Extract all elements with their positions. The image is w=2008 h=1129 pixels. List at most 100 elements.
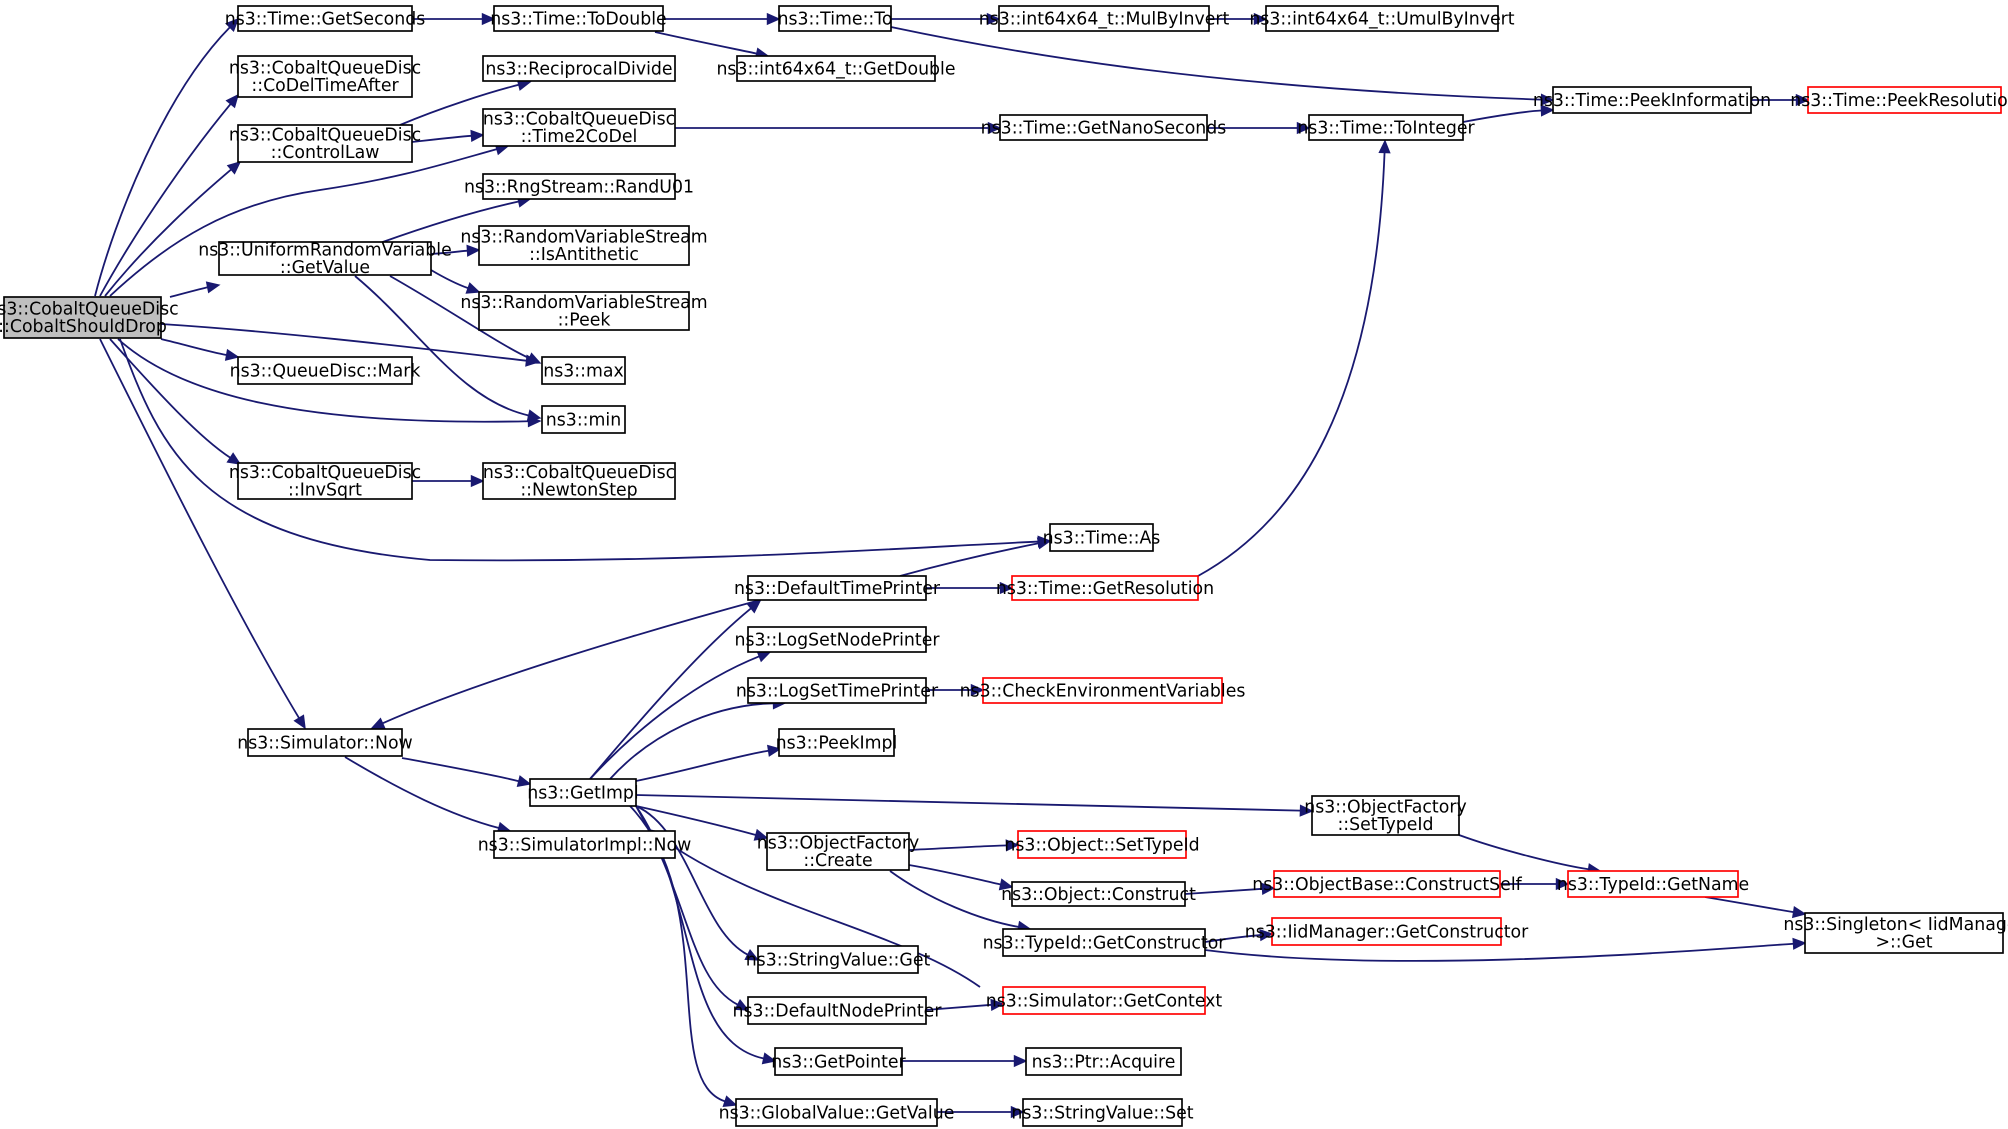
node-label: ns3::Time::PeekInformation [1533, 91, 1771, 111]
node-peekres[interactable]: ns3::Time::PeekResolution [1790, 86, 2008, 114]
node-logsettimeprinter[interactable]: ns3::LogSetTimePrinter [736, 677, 939, 704]
node-obj_settypeid[interactable]: ns3::Object::SetTypeId [1004, 830, 1200, 859]
node-todouble[interactable]: ns3::Time::ToDouble [490, 5, 667, 32]
node-timeto[interactable]: ns3::Time::To [777, 5, 893, 32]
edge-arrowhead [746, 599, 762, 614]
node-box [478, 291, 690, 331]
edge-line [889, 870, 1019, 928]
node-box [1567, 870, 1739, 898]
node-sv_set[interactable]: ns3::StringValue::Set [1011, 1098, 1194, 1127]
node-of_settypeid[interactable]: ns3::ObjectFactory::SetTypeId [1304, 795, 1467, 836]
node-label: ns3::GlobalValue::GetValue [719, 1103, 955, 1123]
node-timeas[interactable]: ns3::Time::As [1043, 523, 1161, 552]
node-label: ns3::Simulator::GetContext [986, 991, 1223, 1011]
node-box [482, 462, 676, 500]
node-label: ns3::CobaltQueueDisc [229, 126, 421, 146]
edge-getnanoseconds-to-tointeger [1207, 121, 1311, 135]
node-mark[interactable]: ns3::QueueDisc::Mark [230, 356, 421, 385]
edge-timeto-to-mulbyinvert [890, 12, 1001, 26]
node-urv_getvalue[interactable]: ns3::UniformRandomVariable::GetValue [198, 241, 452, 278]
node-getnanoseconds[interactable]: ns3::Time::GetNanoSeconds [981, 114, 1227, 141]
node-box [482, 173, 676, 200]
edge-arrowhead [470, 474, 485, 488]
node-getpointer[interactable]: ns3::GetPointer [771, 1047, 907, 1076]
node-ptr_acquire[interactable]: ns3::Ptr::Acquire [1025, 1047, 1182, 1076]
node-label: ns3::ObjectFactory [1304, 798, 1466, 818]
node-label: ns3::RngStream::RandU01 [464, 177, 694, 197]
edge-line [379, 200, 519, 244]
node-defnodeprinter[interactable]: ns3::DefaultNodePrinter [733, 996, 943, 1025]
edge-typeid_getctor-to-iid_getctor [1204, 929, 1274, 943]
node-codeltimeafter[interactable]: ns3::CobaltQueueDisc::CoDelTimeAfter [229, 55, 421, 98]
node-deftimeprinter[interactable]: ns3::DefaultTimePrinter [734, 575, 941, 601]
edge-obj_construct-to-constructself [1184, 882, 1276, 895]
edge-urv_getvalue-to-max [389, 275, 542, 364]
node-box [1017, 830, 1187, 859]
node-stringvalue_get[interactable]: ns3::StringValue::Get [746, 945, 931, 974]
node-box [1049, 523, 1154, 552]
node-box [1022, 1098, 1183, 1127]
edge-logsettimeprinter-to-checkenv [926, 683, 985, 697]
edge-getpointer-to-ptr_acquire [901, 1054, 1028, 1068]
node-sim_now[interactable]: ns3::Simulator::Now [237, 728, 413, 757]
node-box [778, 728, 895, 757]
node-simimpl_now[interactable]: ns3::SimulatorImpl::Now [478, 830, 692, 859]
node-sim_getcontext[interactable]: ns3::Simulator::GetContext [986, 986, 1223, 1015]
node-box [1271, 917, 1502, 946]
node-time2codel[interactable]: ns3::CobaltQueueDisc::Time2CoDel [482, 108, 676, 147]
node-reciprocal[interactable]: ns3::ReciprocalDivide [482, 55, 676, 82]
node-box [778, 5, 892, 32]
edge-of_create-to-obj_construct [908, 864, 1014, 891]
edge-arrowhead [1555, 877, 1570, 891]
node-getseconds[interactable]: ns3::Time::GetSeconds [225, 5, 425, 32]
node-umulbyinvert[interactable]: ns3::int64x64_t::UmulByInvert [1249, 5, 1515, 32]
node-checkenv[interactable]: ns3::CheckEnvironmentVariables [960, 677, 1246, 704]
node-getimpl[interactable]: ns3::GetImpl [527, 778, 639, 807]
node-max[interactable]: ns3::max [541, 356, 626, 385]
node-of_create[interactable]: ns3::ObjectFactory::Create [757, 832, 919, 871]
node-gv_getvalue[interactable]: ns3::GlobalValue::GetValue [719, 1098, 955, 1127]
node-getresolution[interactable]: ns3::Time::GetResolution [996, 575, 1214, 601]
node-peekimpl[interactable]: ns3::PeekImpl [776, 728, 898, 757]
node-getdouble[interactable]: ns3::int64x64_t::GetDouble [716, 55, 956, 82]
edge-line [1204, 934, 1261, 943]
node-label: ns3::PeekImpl [776, 733, 898, 753]
node-newtonstep[interactable]: ns3::CobaltQueueDisc::NewtonStep [482, 462, 676, 500]
node-box [766, 832, 910, 871]
node-peek[interactable]: ns3::RandomVariableStream::Peek [460, 291, 708, 331]
node-peekinfo[interactable]: ns3::Time::PeekInformation [1533, 86, 1771, 114]
edge-arrowhead [1792, 937, 1807, 950]
node-randu01[interactable]: ns3::RngStream::RandU01 [464, 173, 694, 200]
edge-arrowhead [226, 452, 242, 465]
node-min[interactable]: ns3::min [541, 405, 626, 434]
edge-getimpl-to-logsetnodeprinter [589, 650, 772, 780]
node-box [237, 124, 413, 163]
node-label: ns3::CobaltQueueDisc [0, 300, 179, 320]
node-label: ns3::StringValue::Set [1011, 1103, 1193, 1123]
node-root[interactable]: ns3::CobaltQueueDisc::CobaltShouldDrop [0, 296, 179, 339]
node-controllaw[interactable]: ns3::CobaltQueueDisc::ControlLaw [229, 124, 421, 163]
node-label: ns3::CobaltQueueDisc [229, 59, 421, 79]
node-label: ::InvSqrt [288, 480, 362, 500]
edge-getresolution-to-tointeger [1197, 139, 1391, 577]
node-box [529, 778, 637, 807]
edge-arrowhead [516, 775, 532, 787]
node-singleton_get[interactable]: ns3::Singleton< IidManager>::Get [1783, 912, 2008, 954]
edge-sim_now-to-getimpl [401, 757, 532, 787]
node-typeid_getctor[interactable]: ns3::TypeId::GetConstructor [983, 928, 1227, 957]
node-mulbyinvert[interactable]: ns3::int64x64_t::MulByInvert [979, 5, 1230, 32]
node-label: ns3::ObjectFactory [757, 834, 919, 854]
node-iid_getctor[interactable]: ns3::IidManager::GetConstructor [1245, 917, 1529, 946]
node-tointeger[interactable]: ns3::Time::ToInteger [1297, 114, 1476, 141]
node-typeid_getname[interactable]: ns3::TypeId::GetName [1557, 870, 1749, 898]
node-constructself[interactable]: ns3::ObjectBase::ConstructSelf [1252, 870, 1523, 898]
node-invsqrt[interactable]: ns3::CobaltQueueDisc::InvSqrt [229, 462, 421, 500]
node-obj_construct[interactable]: ns3::Object::Construct [1001, 881, 1196, 907]
node-label: ns3::Time::As [1043, 528, 1161, 548]
edge-of_settypeid-to-typeid_getname [1458, 834, 1602, 876]
node-label: ns3::Time::To [777, 9, 892, 29]
edge-line [160, 323, 527, 362]
node-logsetnodeprinter[interactable]: ns3::LogSetNodePrinter [735, 626, 941, 653]
node-isantithetic[interactable]: ns3::RandomVariableStream::IsAntithetic [460, 225, 708, 266]
node-box [736, 55, 936, 82]
